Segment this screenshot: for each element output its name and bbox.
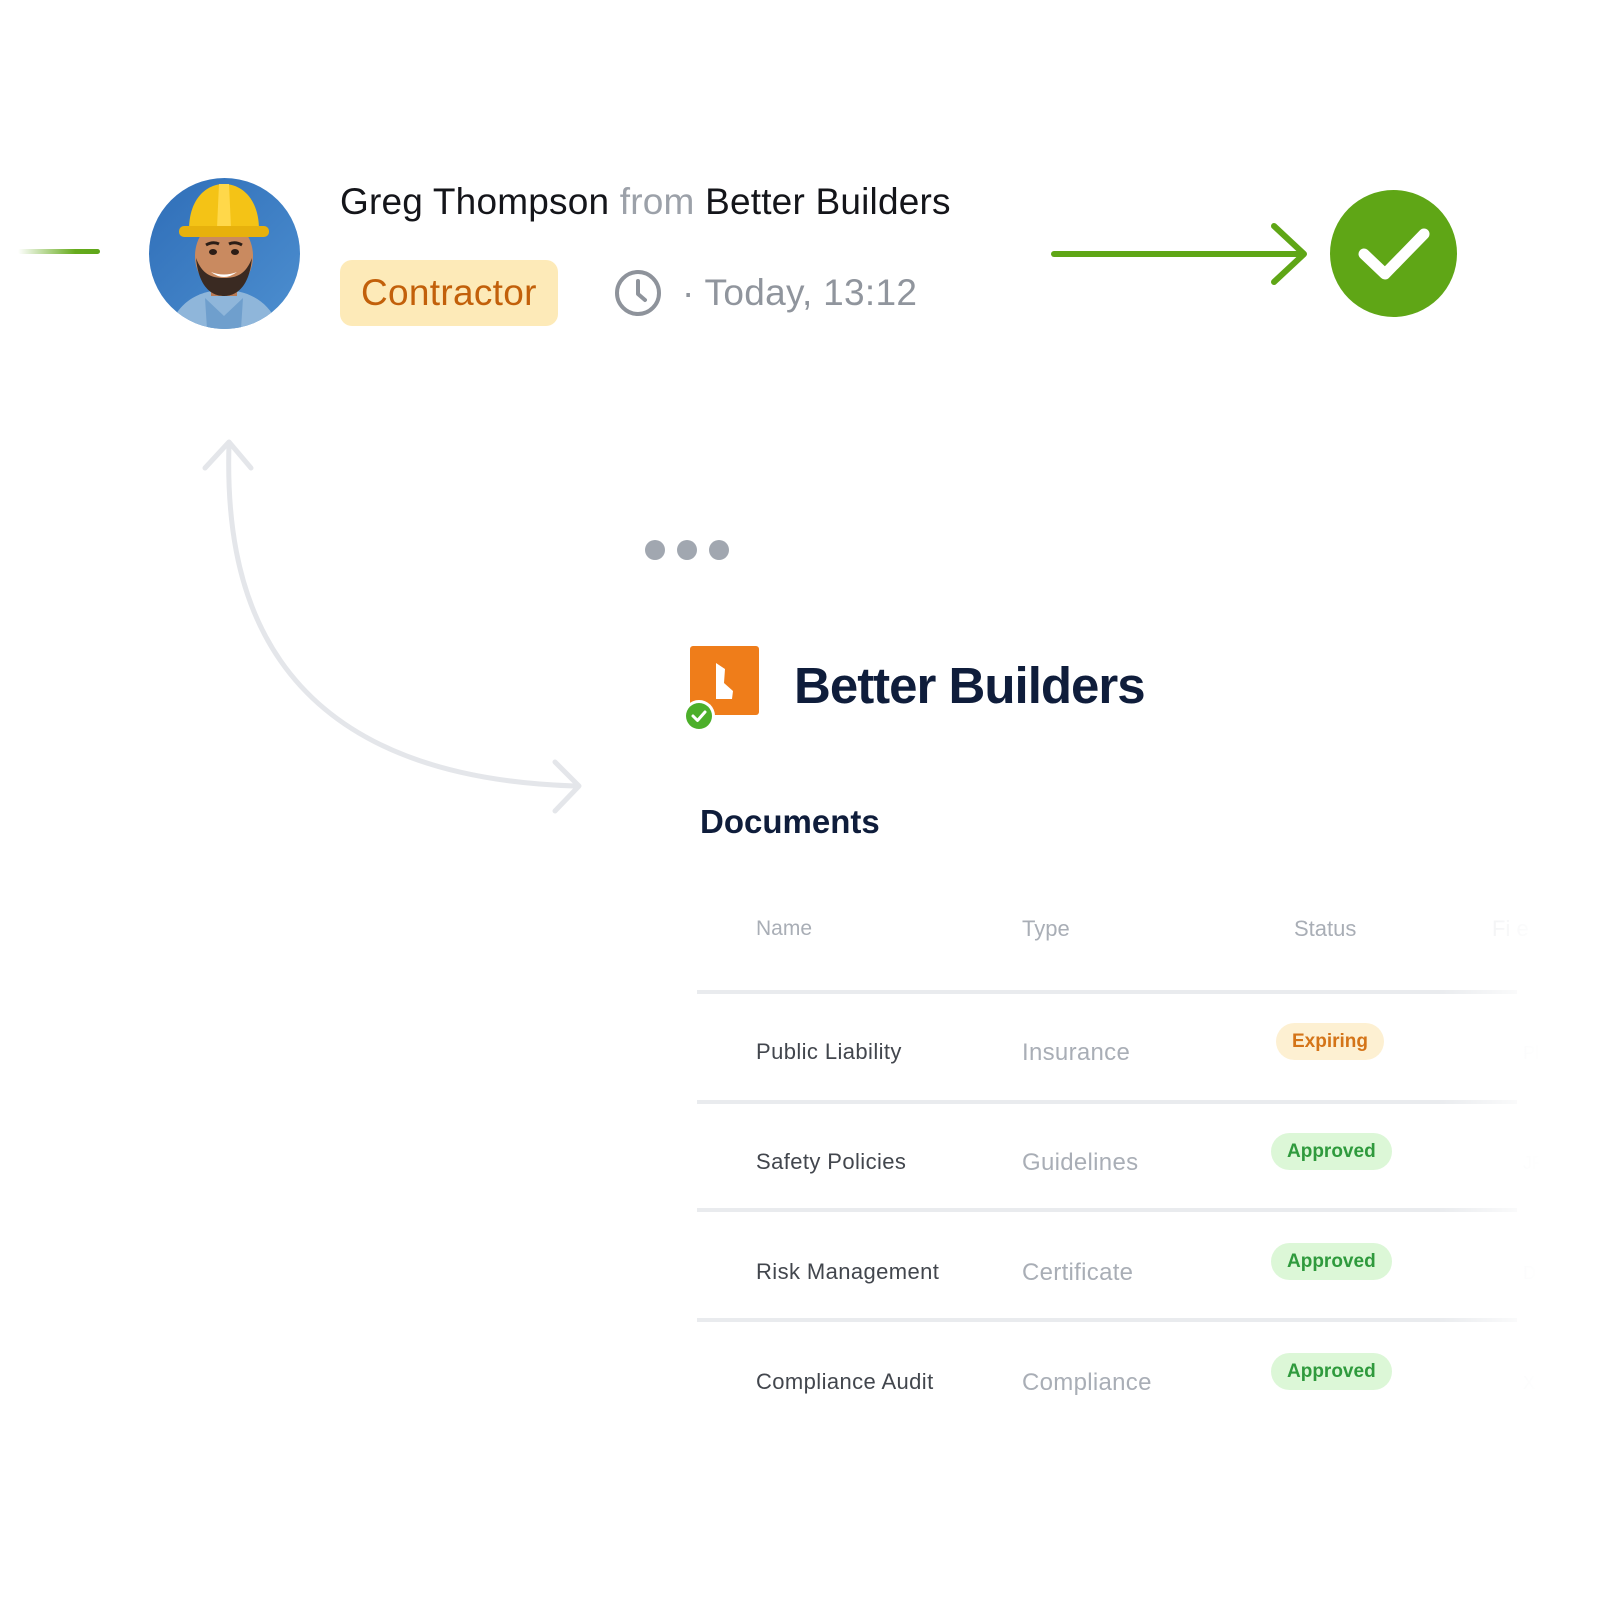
avatar-photo (149, 178, 300, 329)
arrow-right-icon (1050, 220, 1312, 286)
documents-table: Name Type Status Fi e Public Liability I… (697, 890, 1567, 1430)
document-file: X (1523, 1373, 1536, 1393)
document-type: Guidelines (1022, 1149, 1139, 1176)
status-badge: Approved (1271, 1133, 1392, 1170)
document-file: Pl (1523, 1043, 1540, 1063)
check-circle-icon (1330, 190, 1457, 317)
company-name: Better Builders (794, 657, 1146, 714)
document-name: Safety Policies (756, 1149, 907, 1174)
table-row[interactable]: Risk Management Certificate Approved D (697, 1243, 1567, 1303)
document-name: Public Liability (756, 1039, 902, 1064)
status-badge: Expiring (1276, 1023, 1385, 1060)
from-label: from (619, 181, 695, 222)
document-name: Compliance Audit (756, 1369, 934, 1394)
table-divider (697, 1318, 1517, 1322)
user-name: Greg Thompson (340, 181, 610, 222)
typing-dots-icon (645, 539, 735, 561)
curved-double-arrow-icon (195, 436, 585, 824)
table-row[interactable]: Public Liability Insurance Expiring Pl (697, 1023, 1567, 1083)
table-divider (697, 1208, 1517, 1212)
document-file: JF (1523, 1153, 1543, 1173)
column-header-file[interactable]: Fi e (1492, 916, 1529, 941)
contact-header: Greg Thompson from Better Builders (340, 178, 951, 226)
table-divider (697, 1100, 1517, 1104)
left-connector-line (18, 249, 100, 254)
dot (677, 540, 697, 560)
document-type: Insurance (1022, 1039, 1131, 1066)
avatar (149, 178, 300, 329)
table-divider (697, 990, 1517, 994)
status-badge: Approved (1271, 1353, 1392, 1390)
company-logo-icon (683, 646, 759, 732)
role-badge: Contractor (340, 260, 558, 326)
clock-icon (613, 268, 663, 318)
column-header-status[interactable]: Status (1294, 916, 1357, 941)
document-type: Certificate (1022, 1259, 1134, 1286)
document-file: D (1523, 1263, 1536, 1283)
section-title: Documents (700, 803, 880, 840)
timestamp: · Today, 13:12 (682, 272, 918, 313)
column-header-name[interactable]: Name (756, 917, 813, 940)
status-badge: Approved (1271, 1243, 1392, 1280)
document-name: Risk Management (756, 1259, 940, 1284)
column-header-type[interactable]: Type (1022, 916, 1070, 941)
table-row[interactable]: Compliance Audit Compliance Approved X (697, 1353, 1567, 1413)
table-row[interactable]: Safety Policies Guidelines Approved JF (697, 1133, 1567, 1193)
document-type: Compliance (1022, 1369, 1152, 1396)
dot (709, 540, 729, 560)
dot (645, 540, 665, 560)
user-company: Better Builders (705, 181, 951, 222)
